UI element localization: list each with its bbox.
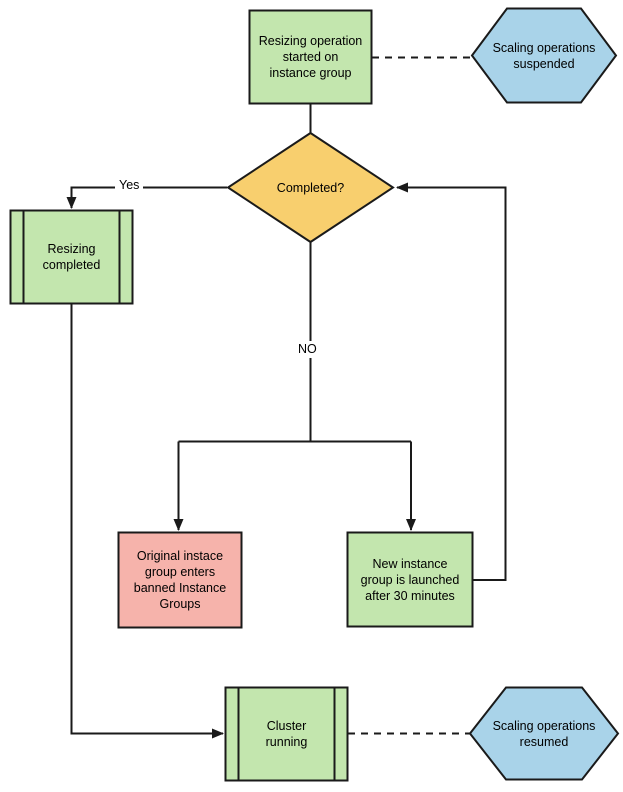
node-new-group-label: New instance group is launched after 30 … xyxy=(360,556,460,603)
node-decision-label: Completed? xyxy=(276,180,345,195)
node-banned-group-label: Original instace group enters banned Ins… xyxy=(133,549,227,611)
edge-label-yes: Yes xyxy=(115,177,144,194)
edge-resizing-to-cluster xyxy=(70,303,224,739)
node-new-group-shape xyxy=(346,531,474,628)
node-start-shape xyxy=(248,9,373,105)
edge-decision-yes xyxy=(66,186,227,209)
node-decision-shape xyxy=(226,131,395,244)
node-suspended-label: Scaling operations suspended xyxy=(492,41,596,71)
node-suspended-shape xyxy=(470,7,618,104)
node-resumed-label: Scaling operations resumed xyxy=(492,718,596,749)
node-resizing-completed-label: Resizing completed xyxy=(42,242,101,272)
node-start-label: Resizing operation started on instance g… xyxy=(258,34,363,80)
node-banned-group-shape xyxy=(117,531,243,629)
node-cluster-running-label: Cluster running xyxy=(265,719,308,749)
node-resizing-completed-shape xyxy=(9,209,134,305)
edge-newgroup-to-decision xyxy=(396,182,507,581)
node-cluster-running-shape xyxy=(224,686,349,782)
edge-label-no: NO xyxy=(294,341,321,358)
node-resumed-shape xyxy=(468,686,620,781)
